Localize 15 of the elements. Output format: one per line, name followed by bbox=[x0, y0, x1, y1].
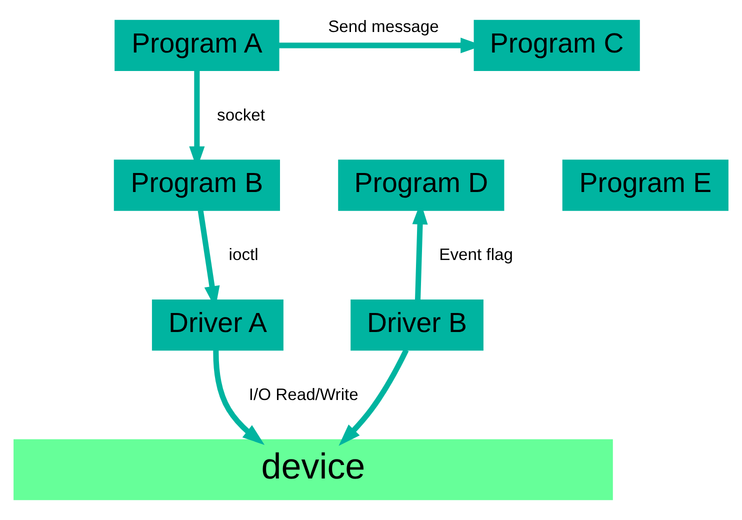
node-box: Driver B bbox=[350, 299, 484, 351]
node-box: Program D bbox=[338, 160, 504, 211]
edge-label: Send message bbox=[328, 16, 439, 36]
arrow bbox=[338, 348, 409, 446]
edge-label: socket bbox=[217, 105, 266, 124]
node-box: Program E bbox=[562, 160, 728, 211]
edge-label: Event flag bbox=[439, 245, 514, 264]
node-box: Program B bbox=[114, 160, 280, 211]
arrow bbox=[213, 350, 265, 445]
node-box: Driver A bbox=[152, 299, 284, 351]
edge-label: I/O Read/Write bbox=[248, 384, 358, 404]
node-box: Program A bbox=[114, 20, 280, 72]
edge-label: ioctl bbox=[228, 245, 258, 264]
node-box: device bbox=[14, 439, 613, 500]
node-box: Program C bbox=[474, 20, 640, 72]
